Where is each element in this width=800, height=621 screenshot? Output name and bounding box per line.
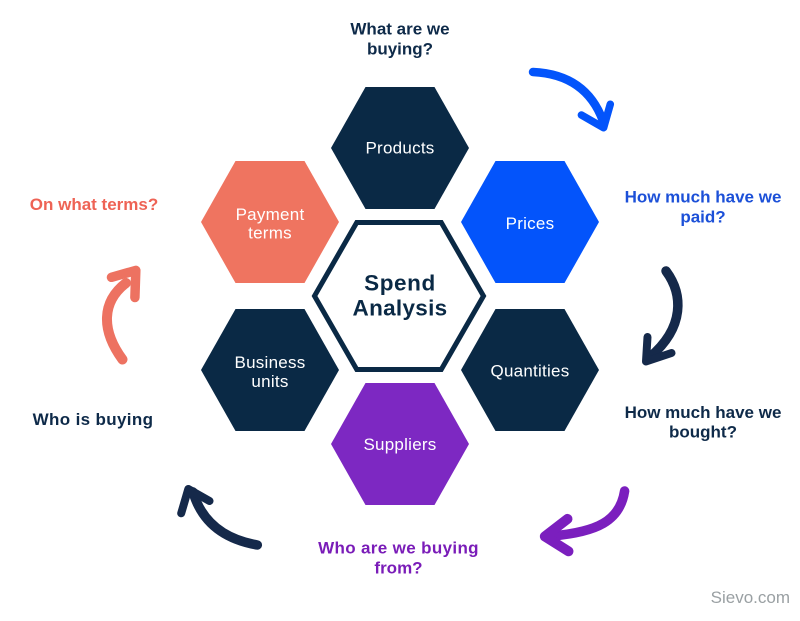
- svg-text:Spend: Spend: [364, 271, 436, 296]
- svg-text:Payment: Payment: [236, 205, 305, 224]
- svg-text:Suppliers: Suppliers: [363, 435, 436, 454]
- svg-text:Who is buying: Who is buying: [33, 410, 154, 429]
- svg-text:bought?: bought?: [669, 423, 737, 442]
- svg-text:from?: from?: [374, 559, 422, 578]
- svg-text:Products: Products: [365, 139, 434, 158]
- svg-text:How much have we: How much have we: [625, 188, 782, 207]
- svg-text:On what terms?: On what terms?: [30, 195, 158, 214]
- svg-text:Analysis: Analysis: [353, 296, 448, 321]
- svg-text:How much have we: How much have we: [625, 403, 782, 422]
- svg-text:Business: Business: [235, 353, 306, 372]
- svg-text:What are we: What are we: [350, 19, 449, 38]
- svg-text:units: units: [251, 372, 288, 391]
- svg-text:buying?: buying?: [367, 39, 433, 58]
- svg-text:terms: terms: [248, 224, 292, 243]
- svg-text:Who are we buying: Who are we buying: [318, 539, 479, 558]
- svg-text:Sievo.com: Sievo.com: [711, 588, 790, 607]
- svg-text:paid?: paid?: [680, 208, 725, 227]
- svg-text:Prices: Prices: [506, 214, 555, 233]
- svg-text:Quantities: Quantities: [490, 362, 569, 381]
